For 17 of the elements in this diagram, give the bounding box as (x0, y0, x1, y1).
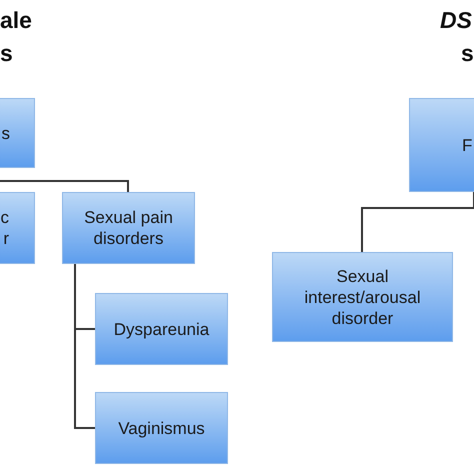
box-label: Sexual pain disorders (83, 207, 174, 249)
category-box (62, 192, 195, 264)
box-label: Sexual interest/arousal disorder (303, 266, 422, 328)
heading-text: ale (0, 7, 32, 34)
box-label: s (2, 122, 10, 144)
heading-text: s (461, 40, 474, 67)
box-label: Vaginismus (118, 418, 205, 438)
category-box (272, 252, 453, 342)
box-label: Dyspareunia (114, 318, 210, 340)
connector-line (361, 192, 474, 252)
box-label: c r (0, 207, 9, 249)
category-box (95, 293, 228, 365)
connector-line (74, 264, 95, 429)
heading-text: DS (440, 7, 472, 34)
category-box (95, 392, 228, 464)
box-label: F (462, 134, 472, 156)
heading-text: s (0, 40, 13, 67)
